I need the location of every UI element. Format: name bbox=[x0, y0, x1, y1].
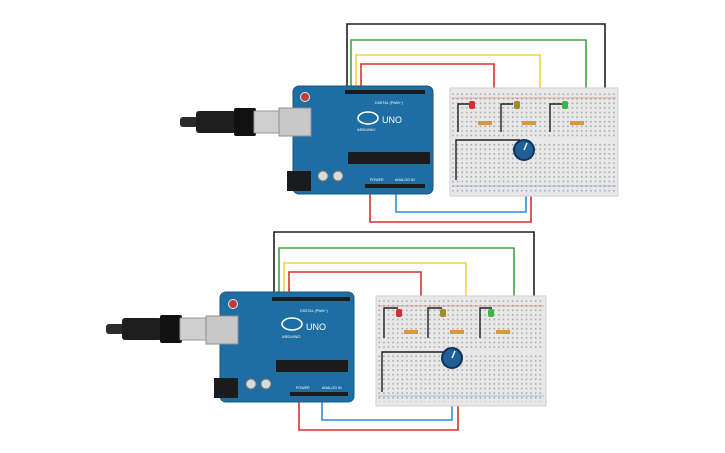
wires-top bbox=[346, 23, 606, 223]
led-red[interactable] bbox=[396, 309, 402, 317]
led-yellow[interactable] bbox=[440, 309, 446, 317]
components-top bbox=[455, 101, 584, 180]
led-red[interactable] bbox=[469, 101, 475, 109]
led-green[interactable] bbox=[488, 309, 494, 317]
arduino-logo-icon bbox=[357, 111, 379, 125]
reset-button[interactable] bbox=[228, 299, 238, 309]
circuit-bottom: UNO ARDUINO DIGITAL (PWM~) POWER ANALOG … bbox=[106, 231, 547, 431]
breadboard-top[interactable] bbox=[449, 87, 619, 197]
usb-cable-top[interactable] bbox=[180, 108, 281, 136]
components-bottom bbox=[381, 307, 510, 392]
board-model: UNO bbox=[382, 115, 402, 125]
wire-gnd[interactable] bbox=[273, 231, 535, 300]
resistor-3[interactable] bbox=[496, 330, 510, 334]
digital-label: DIGITAL (PWM~) bbox=[375, 101, 403, 105]
resistor-3[interactable] bbox=[570, 121, 584, 125]
digital-label: DIGITAL (PWM~) bbox=[300, 309, 328, 313]
arduino-board-top[interactable]: UNO ARDUINO DIGITAL (PWM~) POWER ANALOG … bbox=[278, 85, 434, 195]
resistor-1[interactable] bbox=[404, 330, 418, 334]
led-green[interactable] bbox=[562, 101, 568, 109]
usb-cable-bottom[interactable] bbox=[106, 315, 207, 343]
arduino-board-bottom[interactable]: UNO ARDUINO DIGITAL (PWM~) POWER ANALOG … bbox=[205, 291, 355, 403]
wire-gnd[interactable] bbox=[346, 23, 606, 92]
analog-label: ANALOG IN bbox=[395, 178, 415, 182]
led-yellow[interactable] bbox=[514, 101, 520, 109]
power-label: POWER bbox=[296, 386, 310, 390]
resistor-2[interactable] bbox=[522, 121, 536, 125]
analog-label: ANALOG IN bbox=[322, 386, 342, 390]
wire-green[interactable] bbox=[278, 247, 515, 325]
reset-button[interactable] bbox=[300, 92, 310, 102]
board-brand: ARDUINO bbox=[282, 334, 300, 339]
board-brand: ARDUINO bbox=[357, 127, 375, 132]
breadboard-bottom[interactable] bbox=[375, 295, 547, 407]
board-model: UNO bbox=[306, 322, 326, 332]
resistor-1[interactable] bbox=[478, 121, 492, 125]
power-label: POWER bbox=[370, 178, 384, 182]
circuit-top: UNO ARDUINO DIGITAL (PWM~) POWER ANALOG … bbox=[180, 23, 619, 223]
resistor-2[interactable] bbox=[450, 330, 464, 334]
wire-green[interactable] bbox=[350, 39, 587, 94]
arduino-logo-icon bbox=[281, 317, 303, 331]
